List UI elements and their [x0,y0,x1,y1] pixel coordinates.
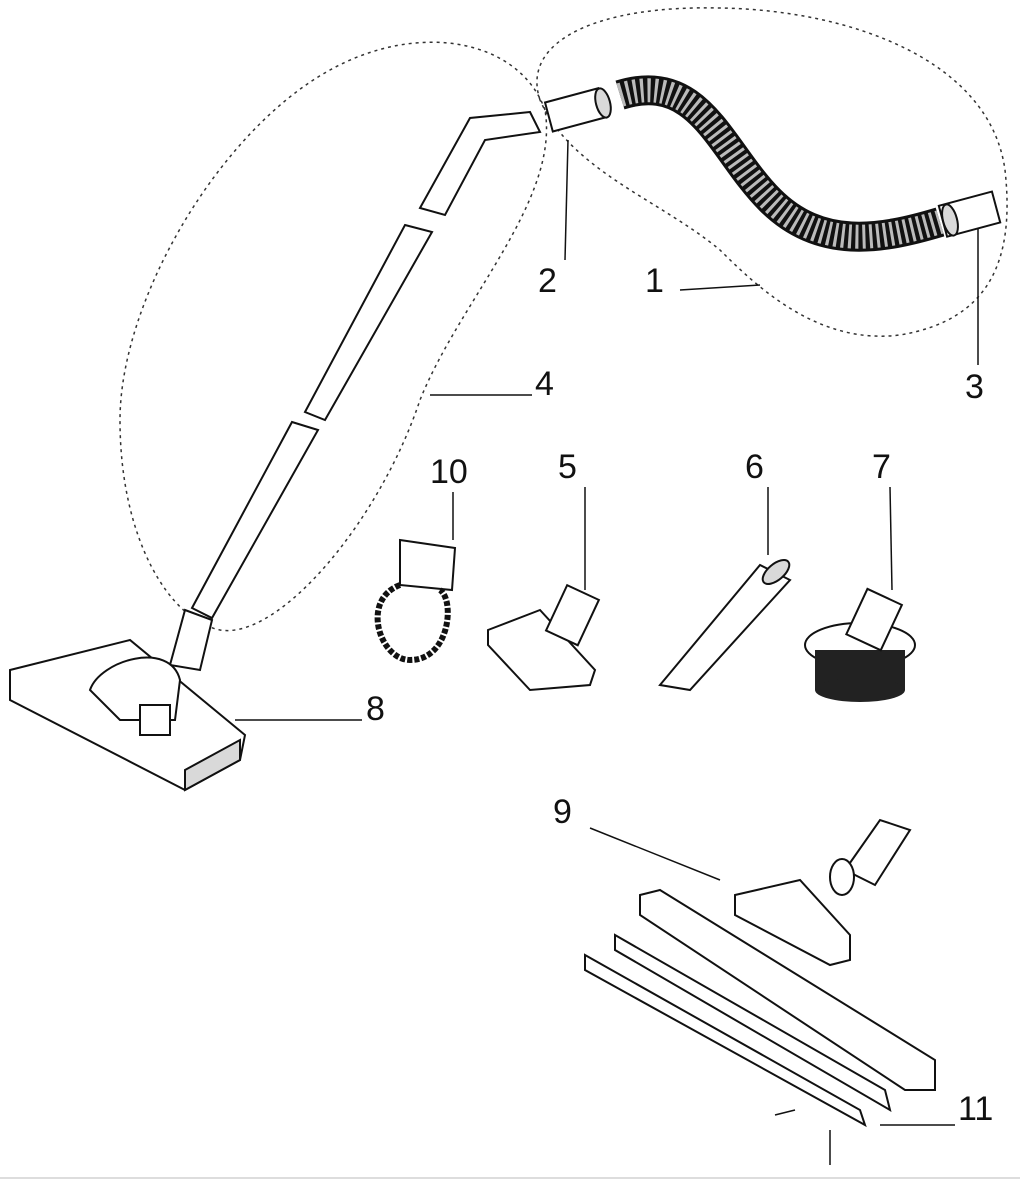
crevice-tool [658,559,792,692]
floor-nozzle [9,638,247,792]
hose [615,75,945,252]
hose-end-fitting [937,190,1002,238]
label-3: 3 [965,368,984,406]
label-4: 4 [535,365,554,403]
extension-tubes [168,110,542,672]
accessory-clip [374,538,457,664]
upholstery-nozzle [487,583,601,692]
label-2: 2 [538,262,557,300]
label-7: 7 [872,448,891,486]
dusting-brush [804,587,916,702]
label-8: 8 [366,690,385,728]
group-outline-wand [119,41,548,632]
label-1: 1 [645,262,664,300]
label-5: 5 [558,448,577,486]
label-9: 9 [553,793,572,831]
label-6: 6 [745,448,764,486]
label-11: 11 [958,1090,993,1128]
group-outline-hose [536,7,1008,337]
label-10: 10 [430,453,468,491]
hose-coupling [543,87,612,133]
wet-floor-nozzle [584,818,936,1165]
